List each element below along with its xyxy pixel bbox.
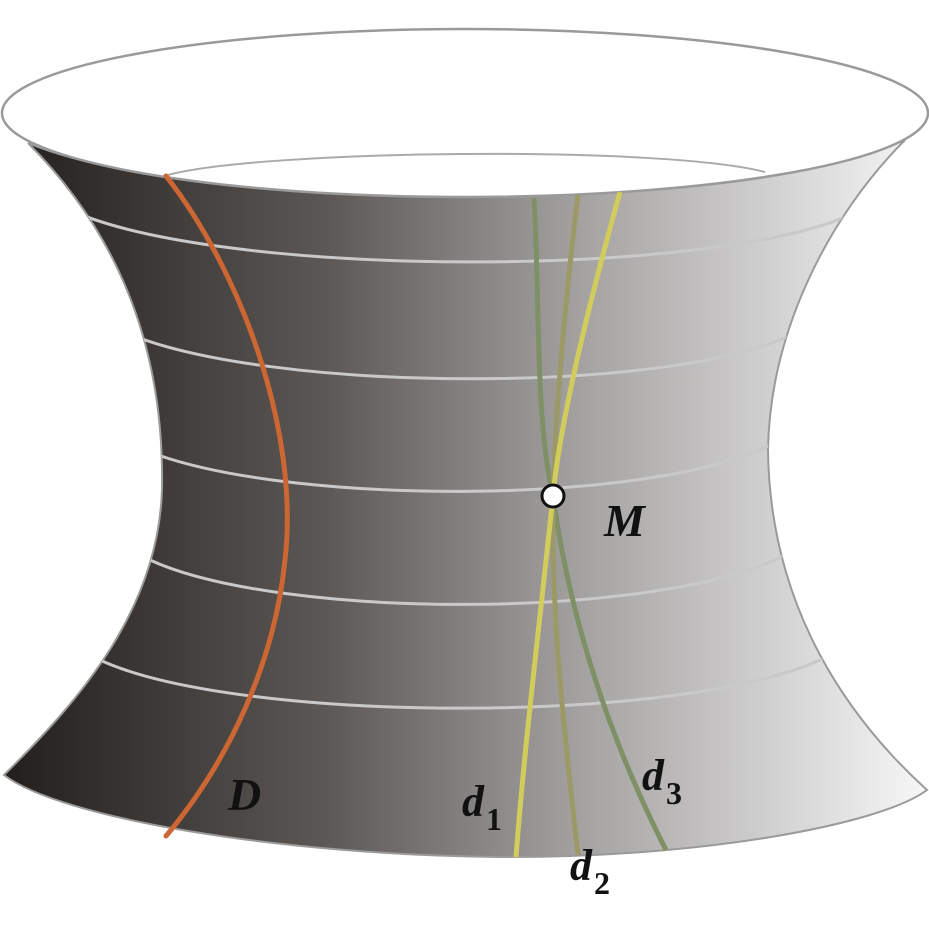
curve-d-label: D	[227, 769, 261, 820]
parallel-4	[149, 553, 786, 606]
line-d2-label: d2	[570, 841, 610, 901]
line-d2-subscript: 2	[594, 865, 610, 901]
parallel-5	[99, 653, 831, 710]
point-m	[540, 483, 566, 509]
hyperboloid-surface	[2, 139, 929, 859]
inner-back-rim	[167, 152, 766, 176]
top-rim	[0, 27, 929, 199]
line-d3-label: d3	[642, 751, 682, 811]
parallel-circles	[59, 203, 861, 710]
line-d1-letter: d	[462, 777, 485, 826]
line-d3-subscript: 3	[666, 775, 682, 811]
parallel-3	[157, 443, 771, 493]
curve-d	[163, 173, 290, 839]
line-d2-letter: d	[570, 841, 593, 890]
parallel-1	[59, 203, 861, 264]
line-d1-subscript: 1	[486, 801, 502, 837]
point-m-label: M	[603, 495, 647, 546]
line-d3-letter: d	[642, 751, 665, 800]
line-d1-label: d1	[462, 777, 502, 837]
parallel-2	[119, 328, 801, 381]
